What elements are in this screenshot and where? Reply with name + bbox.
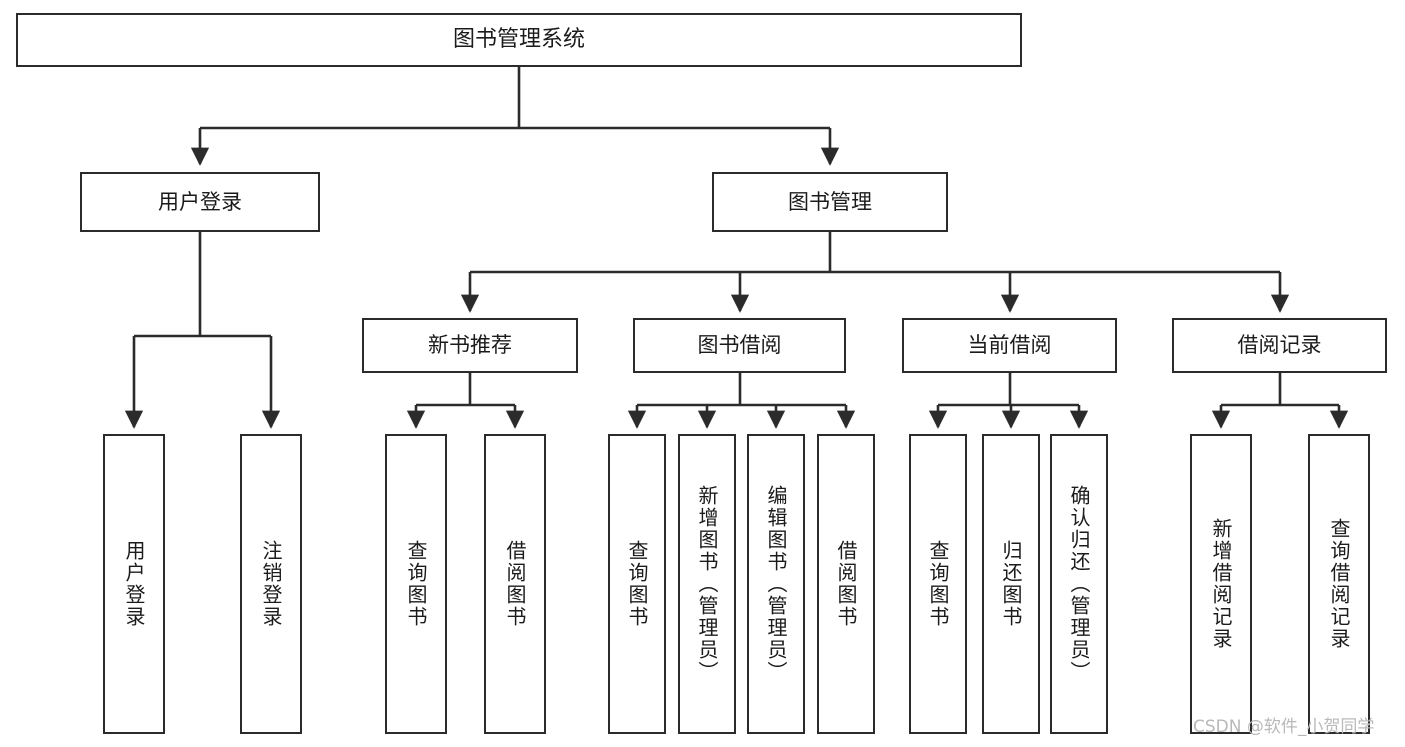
node-leaf-borrow-book-1[interactable]: 借阅图书 — [484, 434, 546, 734]
node-new-book-recommend[interactable]: 新书推荐 — [362, 318, 578, 373]
node-leaf-logout[interactable]: 注销登录 — [240, 434, 302, 734]
node-leaf-query-borrow-record[interactable]: 查询借阅记录 — [1308, 434, 1370, 734]
node-leaf-borrow-book-1-label: 借阅图书 — [503, 540, 527, 628]
node-leaf-add-borrow-record-label: 新增借阅记录 — [1209, 518, 1233, 650]
node-leaf-borrow-book-2-label: 借阅图书 — [834, 540, 858, 628]
node-book-borrow-label: 图书借阅 — [697, 333, 782, 358]
node-leaf-confirm-return-label: 确认归还（管理员） — [1067, 485, 1091, 683]
node-new-book-recommend-label: 新书推荐 — [428, 333, 512, 358]
node-book-manage-label: 图书管理 — [788, 189, 872, 214]
node-book-borrow[interactable]: 图书借阅 — [633, 318, 846, 373]
node-root-label: 图书管理系统 — [452, 27, 585, 53]
node-leaf-return-book[interactable]: 归还图书 — [982, 434, 1040, 734]
node-current-borrow-label: 当前借阅 — [967, 333, 1052, 358]
node-leaf-edit-book[interactable]: 编辑图书（管理员） — [747, 434, 805, 734]
node-leaf-return-book-label: 归还图书 — [999, 540, 1023, 628]
node-leaf-confirm-return[interactable]: 确认归还（管理员） — [1050, 434, 1108, 734]
node-root[interactable]: 图书管理系统 — [16, 13, 1022, 67]
node-leaf-add-book[interactable]: 新增图书（管理员） — [678, 434, 736, 734]
node-leaf-query-borrow-record-label: 查询借阅记录 — [1327, 518, 1351, 650]
node-book-manage[interactable]: 图书管理 — [712, 172, 948, 232]
node-borrow-record-label: 借阅记录 — [1237, 333, 1322, 358]
node-leaf-query-book-1-label: 查询图书 — [404, 540, 428, 628]
node-leaf-query-book-3-label: 查询图书 — [926, 540, 950, 628]
node-borrow-record[interactable]: 借阅记录 — [1172, 318, 1387, 373]
node-leaf-query-book-3[interactable]: 查询图书 — [909, 434, 967, 734]
node-leaf-add-book-label: 新增图书（管理员） — [695, 485, 719, 683]
node-leaf-query-book-2-label: 查询图书 — [625, 540, 649, 628]
node-current-borrow[interactable]: 当前借阅 — [902, 318, 1117, 373]
node-leaf-add-borrow-record[interactable]: 新增借阅记录 — [1190, 434, 1252, 734]
node-leaf-user-login[interactable]: 用户登录 — [103, 434, 165, 734]
node-leaf-user-login-label: 用户登录 — [122, 540, 146, 628]
node-leaf-edit-book-label: 编辑图书（管理员） — [764, 485, 788, 683]
node-user-login-label: 用户登录 — [158, 189, 242, 214]
node-leaf-logout-label: 注销登录 — [259, 540, 283, 628]
node-leaf-query-book-2[interactable]: 查询图书 — [608, 434, 666, 734]
node-user-login[interactable]: 用户登录 — [80, 172, 320, 232]
node-leaf-borrow-book-2[interactable]: 借阅图书 — [817, 434, 875, 734]
node-leaf-query-book-1[interactable]: 查询图书 — [385, 434, 447, 734]
csdn-watermark: CSDN @软件_小贺同学 — [1193, 717, 1375, 737]
